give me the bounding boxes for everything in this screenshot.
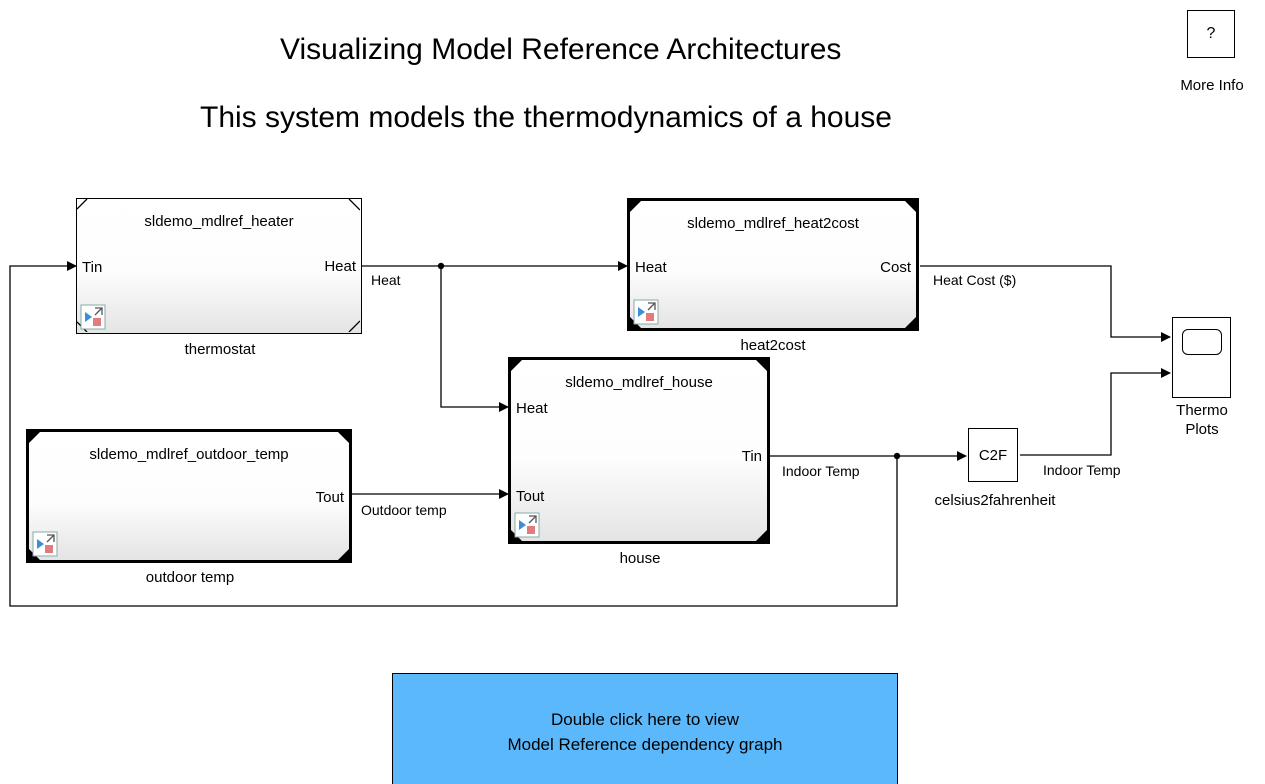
- diagram-subtitle: This system models the thermodynamics of…: [200, 101, 892, 134]
- scope-label-line2: Plots: [1185, 421, 1219, 438]
- signal-label-heat-cost: Heat Cost ($): [933, 272, 1017, 288]
- more-info-button[interactable]: ?: [1187, 10, 1235, 58]
- port-tout: Tout: [315, 489, 344, 506]
- model-reference-icon: [32, 531, 58, 557]
- model-reference-icon: [514, 512, 540, 538]
- signal-label-heat: Heat: [371, 272, 401, 288]
- outdoor-temp-label: outdoor temp: [145, 569, 235, 586]
- port-tin: Tin: [82, 259, 103, 276]
- heat2cost-block[interactable]: sldemo_mdlref_heat2cost Heat Cost: [627, 198, 919, 331]
- thermo-plots-scope[interactable]: [1172, 317, 1231, 398]
- house-block[interactable]: sldemo_mdlref_house Heat Tout Tin: [508, 357, 770, 544]
- branch-point-indoor: [893, 452, 901, 460]
- signal-label-indoor-temp: Indoor Temp: [782, 463, 860, 479]
- more-info-label: More Info: [1180, 77, 1244, 94]
- help-icon: ?: [1206, 25, 1216, 42]
- model-reference-icon: [633, 299, 659, 325]
- celsius2fahrenheit-label: celsius2fahrenheit: [934, 492, 1056, 509]
- diagram-title: Visualizing Model Reference Architecture…: [280, 33, 842, 66]
- port-heat: Heat: [516, 400, 548, 417]
- port-tin: Tin: [741, 448, 762, 465]
- model-name: sldemo_mdlref_heat2cost: [687, 215, 859, 232]
- signal-label-indoor-temp-f: Indoor Temp: [1043, 462, 1121, 478]
- port-cost: Cost: [880, 259, 911, 276]
- feedback-line: [9, 261, 898, 607]
- annotation-line1: Double click here to view: [550, 710, 740, 729]
- c2f-text: C2F: [978, 446, 1008, 464]
- block-corner-marks: [511, 360, 767, 541]
- block-corner-marks: [29, 432, 349, 560]
- indoor-temp-f-line: [1020, 368, 1171, 456]
- thermostat-block[interactable]: sldemo_mdlref_heater Tin Heat: [76, 198, 362, 334]
- outdoor-temp-block[interactable]: sldemo_mdlref_outdoor_temp Tout: [26, 429, 352, 563]
- thermostat-label: thermostat: [184, 341, 256, 358]
- block-corner-marks: [630, 201, 916, 328]
- port-tout: Tout: [516, 488, 545, 505]
- heat-cost-line: [920, 265, 1171, 342]
- annotation-line2: Model Reference dependency graph: [507, 735, 783, 754]
- port-heat: Heat: [324, 258, 356, 275]
- model-name: sldemo_mdlref_outdoor_temp: [89, 446, 289, 463]
- house-label: house: [619, 550, 661, 567]
- signal-label-outdoor-temp: Outdoor temp: [361, 502, 447, 518]
- scope-icon: [1182, 329, 1222, 355]
- port-heat: Heat: [635, 259, 667, 276]
- heat2cost-label: heat2cost: [740, 337, 806, 354]
- model-name: sldemo_mdlref_heater: [144, 213, 294, 230]
- branch-point-heat: [437, 262, 445, 270]
- dependency-graph-annotation[interactable]: Double click here to view Model Referenc…: [392, 673, 898, 784]
- celsius2fahrenheit-block[interactable]: C2F: [968, 428, 1018, 482]
- heat-branch-line: [440, 266, 509, 412]
- scope-label-line1: Thermo: [1176, 402, 1228, 419]
- model-reference-icon: [80, 304, 106, 330]
- model-name: sldemo_mdlref_house: [565, 374, 713, 391]
